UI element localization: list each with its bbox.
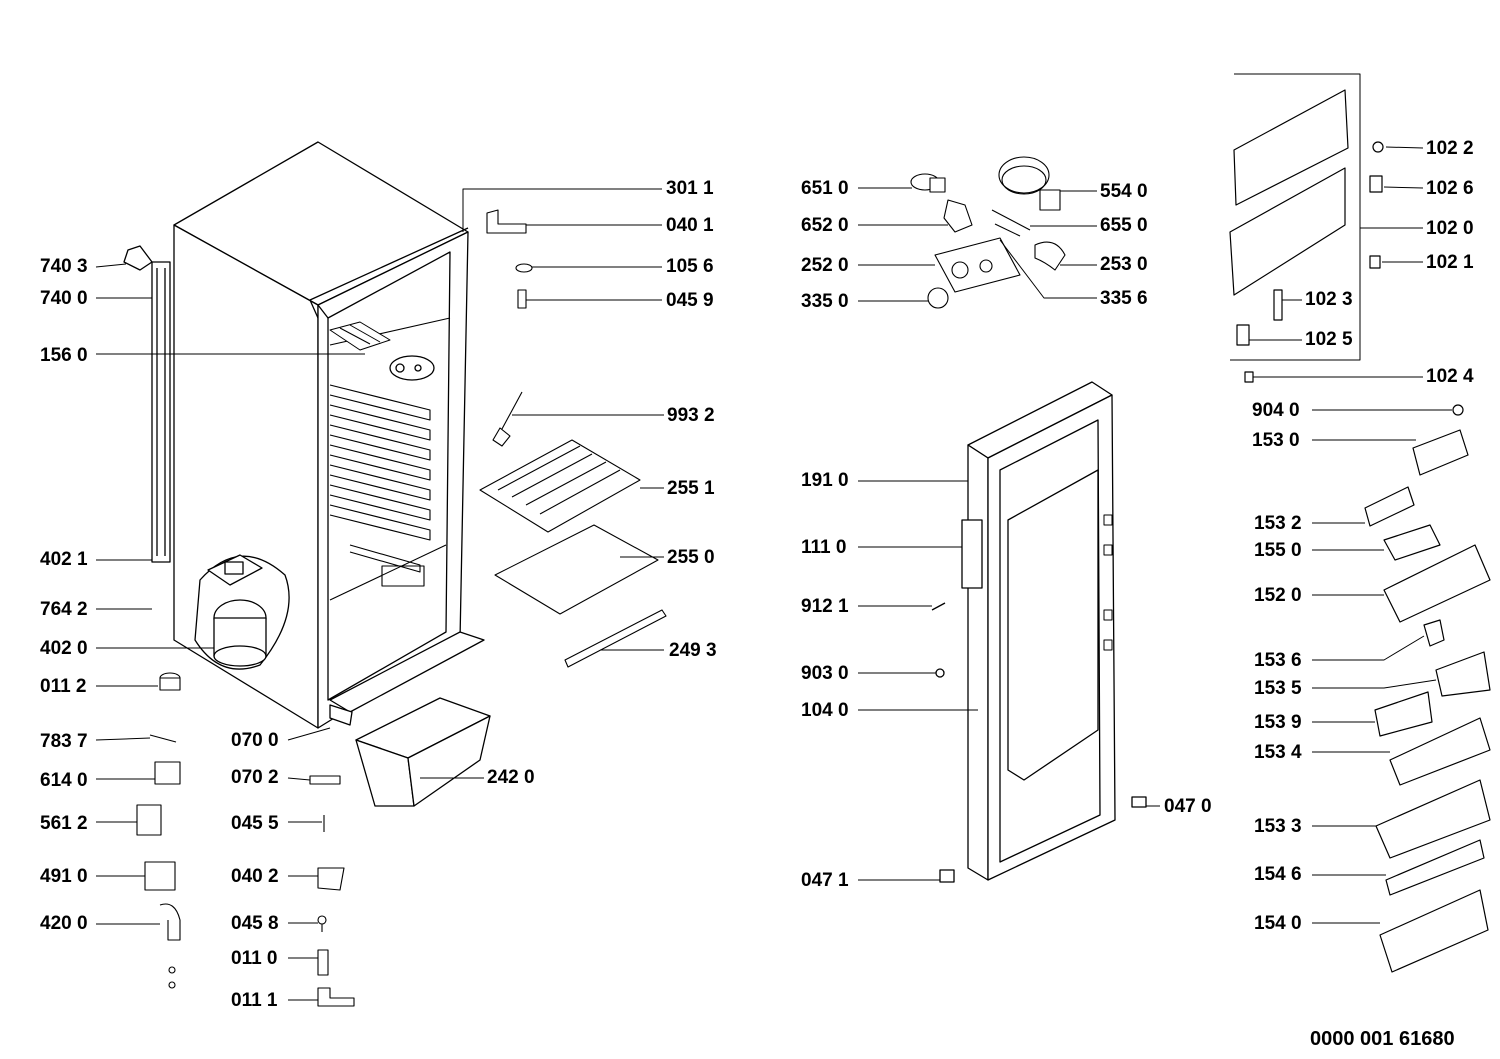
part-label: 402 1 — [40, 549, 88, 570]
part-label: 153 4 — [1254, 742, 1302, 763]
part-label: 111 0 — [801, 537, 847, 558]
part-label: 249 3 — [669, 640, 717, 661]
part-label: 102 0 — [1426, 218, 1474, 239]
part-label: 491 0 — [40, 866, 88, 887]
part-label: 191 0 — [801, 470, 849, 491]
part-label: 156 0 — [40, 345, 88, 366]
part-label: 153 9 — [1254, 712, 1302, 733]
condenser-coil — [123, 245, 171, 563]
part-label: 045 9 — [666, 290, 714, 311]
part-label: 402 0 — [40, 638, 88, 659]
part-label: 335 6 — [1100, 288, 1148, 309]
part-label: 102 6 — [1426, 178, 1474, 199]
part-label: 255 0 — [667, 547, 715, 568]
part-label: 554 0 — [1100, 181, 1148, 202]
part-label: 047 0 — [1164, 796, 1212, 817]
refrigerator-cabinet — [173, 141, 485, 729]
part-label: 152 0 — [1254, 585, 1302, 606]
part-label: 993 2 — [667, 405, 715, 426]
part-label: 104 0 — [801, 700, 849, 721]
part-label: 154 6 — [1254, 864, 1302, 885]
part-label: 783 7 — [40, 731, 88, 752]
part-label: 153 6 — [1254, 650, 1302, 671]
upper-hinge-parts — [486, 209, 533, 309]
part-label: 040 2 — [231, 866, 279, 887]
refrigerator-door — [931, 381, 1147, 883]
freezer-flap — [1229, 73, 1464, 416]
thermostat-assembly — [910, 156, 1066, 309]
part-label: 102 5 — [1305, 329, 1353, 350]
part-label: 040 1 — [666, 215, 714, 236]
small-parts-left — [136, 672, 355, 1007]
part-label: 740 0 — [40, 288, 88, 309]
leader-lines — [95, 146, 1452, 1001]
part-label: 335 0 — [801, 291, 849, 312]
part-label: 153 5 — [1254, 678, 1302, 699]
crisper-drawer — [355, 697, 491, 807]
part-label: 561 2 — [40, 813, 88, 834]
part-label: 102 3 — [1305, 289, 1353, 310]
part-label: 045 8 — [231, 913, 279, 934]
part-label: 904 0 — [1252, 400, 1300, 421]
part-label: 155 0 — [1254, 540, 1302, 561]
shelves — [479, 391, 667, 668]
part-label: 253 0 — [1100, 254, 1148, 275]
part-label: 651 0 — [801, 178, 849, 199]
part-label: 903 0 — [801, 663, 849, 684]
part-label: 105 6 — [666, 256, 714, 277]
part-label: 045 5 — [231, 813, 279, 834]
part-label: 652 0 — [801, 215, 849, 236]
part-label: 070 2 — [231, 767, 279, 788]
part-label: 154 0 — [1254, 913, 1302, 934]
part-label: 102 1 — [1426, 252, 1474, 273]
part-label: 102 4 — [1426, 366, 1474, 387]
document-number: 0000 001 61680 — [1310, 1028, 1455, 1050]
compressor — [194, 554, 290, 670]
door-bins — [1364, 429, 1491, 973]
part-label: 011 1 — [231, 990, 278, 1011]
part-label: 301 1 — [666, 178, 714, 199]
part-label: 740 3 — [40, 256, 88, 277]
part-label: 153 2 — [1254, 513, 1302, 534]
part-label: 102 2 — [1426, 138, 1474, 159]
part-label: 242 0 — [487, 767, 535, 788]
part-label: 153 0 — [1252, 430, 1300, 451]
part-label: 011 0 — [231, 948, 278, 969]
part-label: 153 3 — [1254, 816, 1302, 837]
part-label: 655 0 — [1100, 215, 1148, 236]
part-label: 070 0 — [231, 730, 279, 751]
part-label: 912 1 — [801, 596, 849, 617]
part-label: 614 0 — [40, 770, 88, 791]
part-label: 420 0 — [40, 913, 88, 934]
part-label: 764 2 — [40, 599, 88, 620]
part-label: 255 1 — [667, 478, 715, 499]
part-label: 047 1 — [801, 870, 849, 891]
part-label: 252 0 — [801, 255, 849, 276]
part-label: 011 2 — [40, 676, 87, 697]
